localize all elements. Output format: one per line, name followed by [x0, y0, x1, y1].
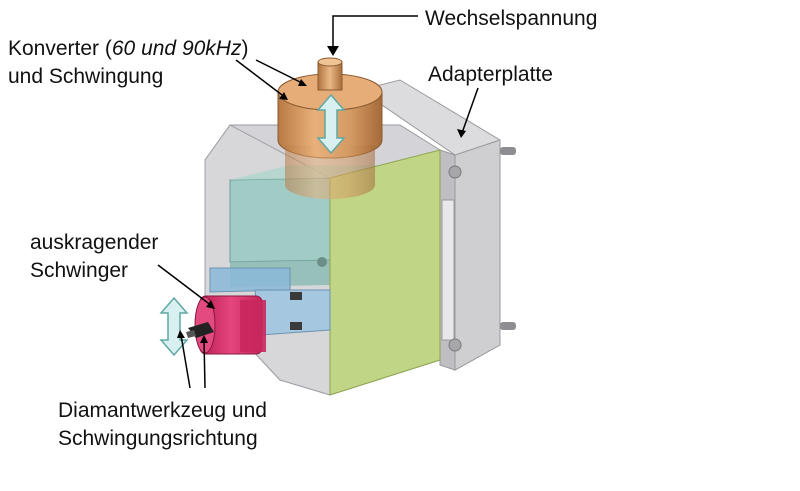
- plate-screws: [448, 147, 516, 352]
- label-konverter-prefix: Konverter (: [8, 37, 112, 60]
- label-schwinger: Schwinger: [30, 259, 129, 282]
- label-auskragender: auskragender: [30, 231, 159, 254]
- adapter-plate: [358, 79, 501, 371]
- label-diamantwerkzeug: Diamantwerkzeug und: [58, 399, 267, 422]
- converter-vibration-arrow: [316, 93, 346, 155]
- label-konverter-frequency: 60 und 90kHz: [111, 37, 242, 60]
- leader-lines: [157, 15, 479, 389]
- label-konverter-suffix: ): [241, 37, 249, 60]
- clamp: [209, 267, 331, 336]
- label-konverter-line2: und Schwingung: [8, 65, 164, 88]
- label-adapterplatte: Adapterplatte: [428, 63, 553, 86]
- connector-pin: [317, 57, 343, 91]
- diamond-tool: [186, 322, 214, 338]
- tool-vibration-arrow: [159, 296, 189, 357]
- label-schwingungsrichtung: Schwingungsrichtung: [58, 427, 258, 450]
- label-konverter: Konverter (60 und 90kHz): [8, 36, 248, 62]
- label-wechselspannung: Wechselspannung: [425, 7, 598, 30]
